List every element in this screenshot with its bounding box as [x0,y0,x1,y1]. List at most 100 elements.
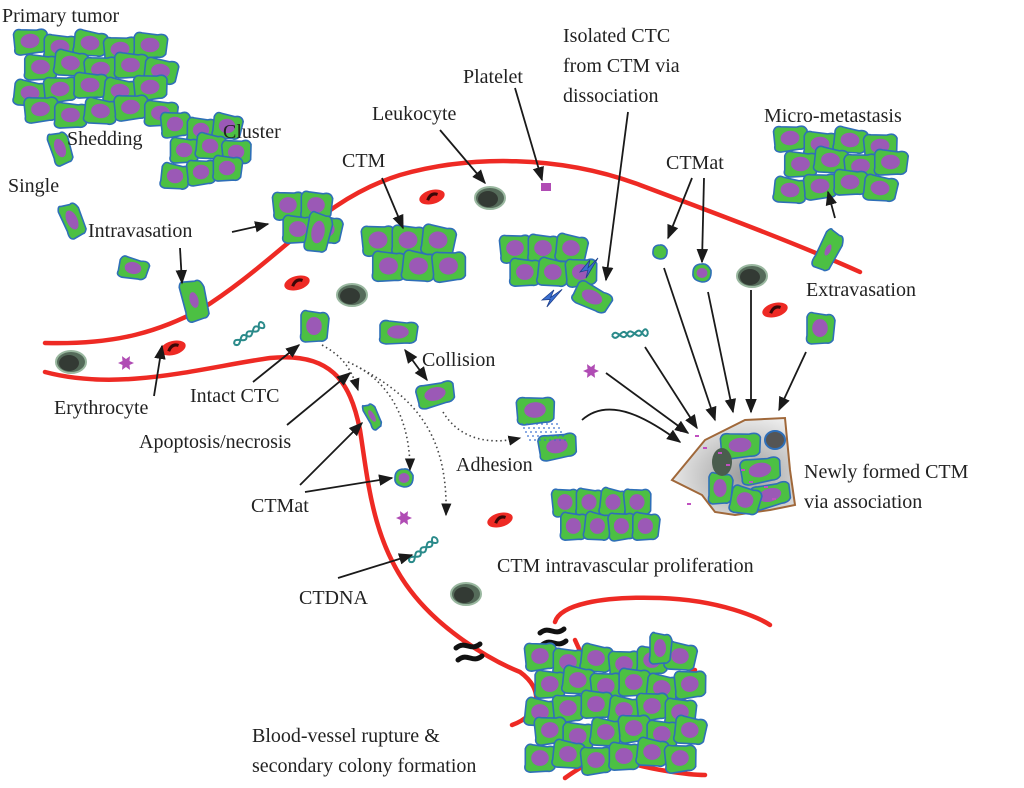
arrow-intravasation-down [175,247,188,285]
label-leukocyte: Leukocyte [372,103,457,125]
intact-ctc [299,309,330,343]
cell-nucleus [428,231,448,249]
cell-nucleus [562,240,580,256]
tumor-cell [169,136,201,164]
tumor-cell [554,232,590,264]
cell-nucleus [524,402,546,418]
dotted-path-apoptosis [321,344,360,392]
label-micro-metastasis: Micro-metastasis [764,105,902,127]
tumor-cell [212,154,244,182]
tumor-cell [113,51,150,79]
leukocyte-nucleus [454,587,474,603]
arrow-dna-to-cluster [644,346,698,430]
cell-nucleus [696,268,708,278]
tumor-cell [608,741,642,772]
label-single: Single [8,175,59,197]
ctm-top [360,223,467,284]
arrow-apoptosis [286,372,352,426]
adhesion-bond-dot [562,435,564,437]
dna-strand-b [408,537,439,564]
cell-nucleus [151,63,170,79]
leukocyte-icon [336,283,368,307]
adhesion-bond-dot [558,427,560,429]
cell-nucleus [671,648,689,664]
cell-nucleus [439,257,458,275]
cell-nucleus [110,83,130,99]
adhesion-bond-dot [528,427,530,429]
cell-nucleus [810,178,830,194]
tumor-cell [82,96,120,126]
tumor-cell [159,161,193,190]
single-cell-1 [57,202,87,240]
cell-nucleus [748,462,772,478]
label-intact-ctc: Intact CTC [190,385,279,407]
cell-nucleus [124,261,142,275]
cell-nucleus [166,168,184,184]
cell-nucleus [780,130,800,146]
cell-nucleus [534,240,552,256]
adhesion-bond-dot [529,439,531,441]
cell-nucleus [643,698,661,714]
tumor-cell [550,488,580,518]
adhesion-bond-dot [543,427,545,429]
cell-nucleus [31,59,50,75]
label-platelet: Platelet [463,66,523,88]
tumor-cell [535,256,571,288]
label-ctmat-bottom: CTMat [251,495,309,517]
association-platelet [687,503,691,505]
adhesion-bond-dot [541,423,543,425]
arrows [153,87,837,579]
adhesion-bond-dot [560,431,562,433]
erythrocyte-core [426,192,439,201]
arrow-ctdna [337,553,414,579]
adhesion-bond-dot [544,439,546,441]
cell-nucleus [615,656,633,672]
arrow-ctmat-1 [667,177,693,240]
cell-nucleus [654,639,666,657]
association-platelet [772,498,776,500]
adhesion-bond-dot [532,435,534,437]
label-isolated-ctc-2: from CTM via [563,55,680,77]
cell-nucleus [121,99,140,115]
erythrocyte-core [769,305,782,314]
labels: Primary tumor Shedding Cluster Single In… [2,5,969,777]
dna-icon [408,536,439,564]
leukocyte-icon [450,582,482,606]
arrow-micro-metastasis [825,190,837,219]
tumor-cell [551,694,585,724]
cell-nucleus [409,257,428,275]
erythrocyte-icon [160,340,186,356]
cell-nucleus [587,650,605,666]
ctmat-bottom-cell [394,468,414,488]
label-newly-formed-ctm-1: Newly formed CTM [804,461,969,483]
cell-nucleus [31,101,50,117]
break-mark-left-1 [453,641,483,651]
arrow-ctmat2-to-cluster [707,291,736,414]
dotted-path-ctdna [359,367,452,517]
cell-nucleus [189,292,199,308]
label-ctdna: CTDNA [299,587,368,609]
cell-nucleus [870,180,890,196]
tumor-cell [663,744,697,774]
cell-nucleus [515,264,534,280]
cell-nucleus [175,142,193,158]
label-erythrocyte: Erythrocyte [54,397,149,419]
vessel-upper-wall [42,158,863,346]
cell-nucleus [615,748,633,764]
cell-nucleus [531,750,549,766]
dna-strand-a [408,536,438,562]
tumor-cell [622,488,652,518]
cell-nucleus [713,479,727,497]
arrow-platelet-to-cluster [605,372,690,434]
intravasating-cell [303,210,334,253]
apoptotic-cell [361,403,383,431]
tumor-cell [559,511,589,542]
cell-nucleus [65,210,79,230]
arrow-leukocyte [439,129,486,185]
arrow-intravasation-right [231,221,270,233]
tumor-cell [560,664,596,696]
leukocyte-nucleus [478,191,498,207]
tumor-cell [185,159,217,187]
tumor-cell [862,173,900,203]
